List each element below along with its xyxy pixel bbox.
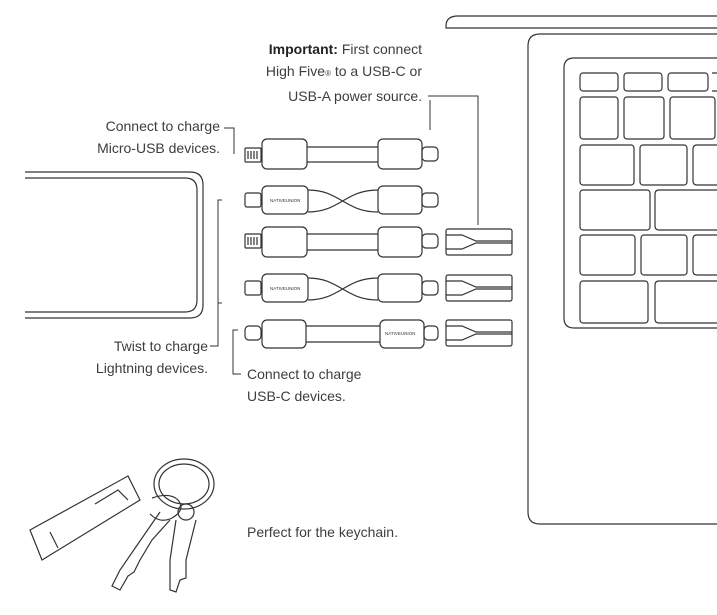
important-bold: Important: bbox=[268, 41, 338, 57]
keychain-caption: Perfect for the keychain. bbox=[247, 524, 398, 540]
phone-illustration bbox=[25, 171, 204, 319]
lightning-line2: Lightning devices. bbox=[95, 360, 208, 376]
brand-text-1: NATIVEUNION bbox=[270, 198, 300, 203]
cable-microusb-twisted bbox=[244, 185, 439, 215]
brand-text-2: NATIVEUNION bbox=[270, 286, 300, 291]
micro-usb-line2: Micro-USB devices. bbox=[97, 140, 220, 156]
lightning-line1: Twist to charge bbox=[113, 338, 208, 354]
important-line3: USB-A power source. bbox=[288, 88, 422, 104]
brand-text-3: NATIVEUNION bbox=[385, 331, 415, 336]
important-line2b: to a USB-C or bbox=[330, 63, 422, 79]
leader-lines bbox=[210, 95, 479, 375]
important-line1: First connect bbox=[341, 41, 422, 57]
micro-usb-label: Connect to charge Micro-USB devices. bbox=[20, 115, 220, 159]
important-line2a: High Five bbox=[265, 63, 326, 79]
usb-c-line1: Connect to charge bbox=[247, 366, 362, 382]
cable-microusb-twisted-2 bbox=[244, 273, 513, 303]
usb-c-label: Connect to charge USB-C devices. bbox=[247, 363, 447, 407]
cable-lightning-usbc bbox=[244, 138, 439, 170]
cable-usbc bbox=[244, 319, 513, 349]
usb-c-line2: USB-C devices. bbox=[247, 388, 346, 404]
lightning-label: Twist to charge Lightning devices. bbox=[8, 335, 208, 379]
important-note: Important: First connect High Five® to a… bbox=[162, 38, 422, 107]
laptop-illustration bbox=[445, 15, 717, 525]
registered-mark: ® bbox=[325, 69, 331, 78]
micro-usb-line1: Connect to charge bbox=[105, 118, 220, 134]
cable-lightning-flat bbox=[244, 226, 513, 258]
keychain-illustration bbox=[29, 458, 215, 593]
